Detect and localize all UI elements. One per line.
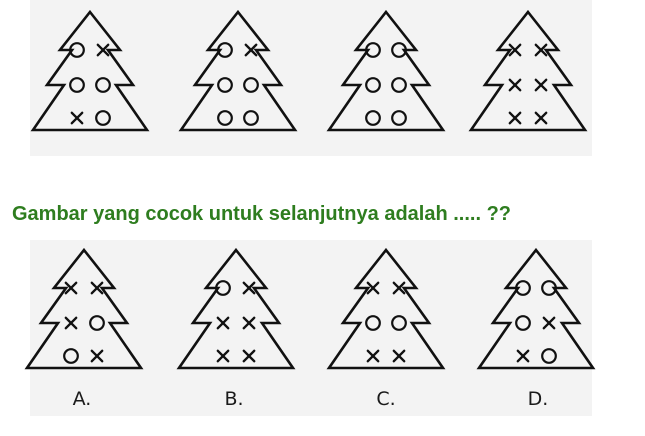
option-label-c[interactable]: C. [376, 388, 396, 410]
cross-symbol [64, 316, 78, 330]
circle-symbol [391, 77, 407, 93]
circle-symbol [365, 110, 381, 126]
cross-symbol [542, 316, 556, 330]
circle-symbol [63, 348, 79, 364]
sequence-tree-2 [178, 9, 298, 132]
circle-symbol [541, 348, 557, 364]
circle-symbol [365, 315, 381, 331]
question-text: Gambar yang cocok untuk selanjutnya adal… [12, 203, 512, 225]
option-tree-c [326, 247, 446, 370]
cross-symbol [242, 281, 256, 295]
top-panel [30, 0, 592, 156]
circle-symbol [541, 280, 557, 296]
cross-symbol [90, 281, 104, 295]
circle-symbol [391, 110, 407, 126]
circle-symbol [215, 280, 231, 296]
circle-symbol [515, 280, 531, 296]
circle-symbol [243, 77, 259, 93]
cross-symbol [96, 43, 110, 57]
bottom-panel [30, 240, 592, 416]
option-label-a[interactable]: A. [72, 388, 92, 410]
cross-symbol [366, 349, 380, 363]
cross-symbol [516, 349, 530, 363]
cross-symbol [242, 316, 256, 330]
cross-symbol [366, 281, 380, 295]
circle-symbol [391, 42, 407, 58]
cross-symbol [90, 349, 104, 363]
cross-symbol [216, 349, 230, 363]
cross-symbol [392, 349, 406, 363]
cross-symbol [216, 316, 230, 330]
circle-symbol [217, 42, 233, 58]
option-trees [24, 247, 596, 370]
cross-symbol [392, 281, 406, 295]
option-label-b[interactable]: B. [224, 388, 244, 410]
cross-symbol [508, 111, 522, 125]
cross-symbol [242, 349, 256, 363]
circle-symbol [95, 110, 111, 126]
sequence-tree-4 [468, 9, 588, 132]
circle-symbol [95, 77, 111, 93]
circle-symbol [391, 315, 407, 331]
option-tree-a [24, 247, 144, 370]
circle-symbol [89, 315, 105, 331]
cross-symbol [534, 78, 548, 92]
sequence-tree-1 [30, 9, 150, 132]
circle-symbol [243, 110, 259, 126]
option-tree-d [476, 247, 596, 370]
circle-symbol [69, 42, 85, 58]
cross-symbol [70, 111, 84, 125]
sequence-tree-3 [326, 9, 446, 132]
circle-symbol [217, 77, 233, 93]
circle-symbol [69, 77, 85, 93]
circle-symbol [365, 77, 381, 93]
circle-symbol [515, 315, 531, 331]
cross-symbol [508, 78, 522, 92]
tree-outline [24, 247, 144, 370]
circle-symbol [365, 42, 381, 58]
tree-outline [326, 247, 446, 370]
cross-symbol [244, 43, 258, 57]
option-tree-b [176, 247, 296, 370]
cross-symbol [534, 43, 548, 57]
sequence-trees [30, 9, 588, 132]
cross-symbol [508, 43, 522, 57]
cross-symbol [534, 111, 548, 125]
circle-symbol [217, 110, 233, 126]
option-label-d[interactable]: D. [527, 388, 549, 410]
tree-outline [468, 9, 588, 132]
cross-symbol [64, 281, 78, 295]
